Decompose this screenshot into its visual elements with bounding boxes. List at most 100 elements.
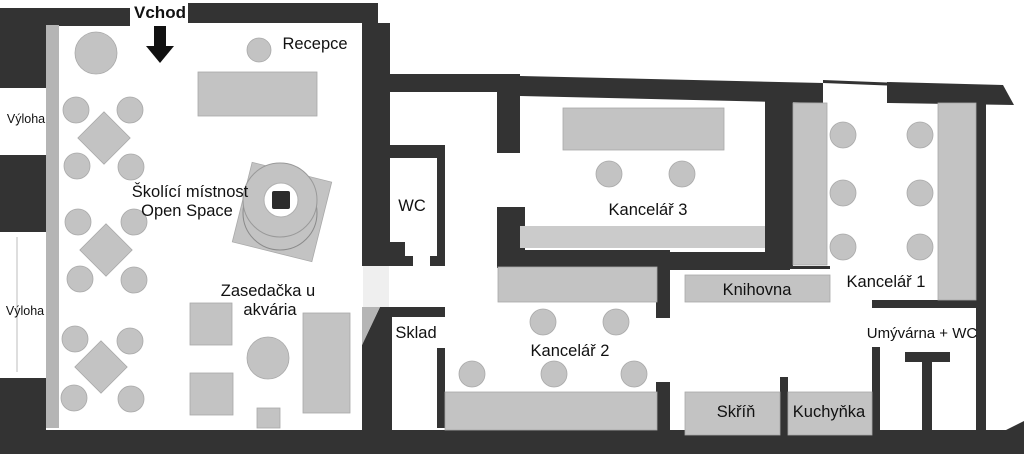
window-bottom-label: Výloha bbox=[6, 304, 44, 318]
wc-label: WC bbox=[398, 197, 426, 215]
washroom-label: Umývárna + WC bbox=[867, 325, 978, 342]
round-table bbox=[246, 336, 290, 380]
wall-washroom-t-bar bbox=[905, 352, 950, 362]
wall-washroom-top bbox=[872, 300, 978, 308]
kitchenette-label: Kuchyňka bbox=[793, 403, 866, 421]
training-room-label-line2: Open Space bbox=[141, 202, 233, 220]
wall-office3-bottom bbox=[497, 250, 670, 268]
wall-left-mid bbox=[0, 155, 46, 232]
spiral-stair-column bbox=[272, 191, 290, 209]
chair bbox=[120, 208, 148, 236]
desk bbox=[792, 102, 828, 266]
chair bbox=[829, 179, 857, 207]
bookshelf bbox=[684, 274, 831, 303]
service-room-furniture bbox=[684, 274, 873, 436]
chair bbox=[62, 96, 90, 124]
reception-label: Recepce bbox=[282, 35, 347, 53]
closet-label: Skříň bbox=[717, 403, 756, 421]
office1-label: Kancelář 1 bbox=[847, 273, 926, 291]
entrance-label: Vchod bbox=[134, 3, 186, 22]
meeting-room-label-line2: akvária bbox=[243, 301, 297, 319]
reception-desk bbox=[197, 71, 318, 117]
office3-furniture bbox=[520, 107, 765, 248]
chair bbox=[529, 308, 557, 336]
wall-outer-top-a bbox=[520, 76, 823, 103]
office1-furniture bbox=[792, 102, 977, 301]
cabinet bbox=[256, 407, 281, 429]
training-room-label-line1: Školící místnost bbox=[132, 182, 249, 201]
chair bbox=[458, 360, 486, 388]
wall-main-vertical bbox=[362, 23, 390, 266]
arrow-shaft bbox=[154, 26, 166, 47]
chair bbox=[63, 152, 91, 180]
wall-wc-stub-left bbox=[388, 242, 413, 266]
storage-corner-triangle bbox=[362, 307, 380, 345]
wall-storage-corner bbox=[362, 307, 392, 430]
wall-office2-right-lower bbox=[656, 382, 670, 432]
chair bbox=[620, 360, 648, 388]
round-table bbox=[74, 31, 118, 75]
wall-storage-right bbox=[437, 348, 445, 428]
wall-office3-office1-divider bbox=[765, 84, 793, 267]
chair bbox=[246, 37, 272, 63]
chair bbox=[540, 360, 568, 388]
chair bbox=[117, 385, 145, 413]
chair bbox=[116, 327, 144, 355]
chair bbox=[64, 208, 92, 236]
chair bbox=[120, 266, 148, 294]
training-room-furniture bbox=[60, 31, 333, 413]
diamond-table bbox=[79, 223, 133, 277]
office2-label: Kancelář 2 bbox=[531, 342, 610, 360]
wall-washroom-left bbox=[872, 347, 880, 436]
chair bbox=[906, 121, 934, 149]
shelf-band bbox=[520, 226, 765, 248]
left-wall-strip bbox=[46, 25, 59, 428]
chair bbox=[595, 160, 623, 188]
storage-label: Sklad bbox=[395, 324, 436, 342]
wall-door-lintel-top bbox=[823, 80, 887, 86]
wall-outer-top-b bbox=[887, 82, 1014, 105]
wall-office2-right-upper bbox=[656, 268, 670, 318]
window-top-label: Výloha bbox=[7, 112, 45, 126]
corridor-door-tint bbox=[363, 266, 389, 307]
desk bbox=[497, 266, 658, 303]
chair bbox=[829, 233, 857, 261]
chair bbox=[829, 121, 857, 149]
diamond-table bbox=[74, 340, 128, 394]
desk bbox=[444, 391, 658, 431]
wall-door-lintel-library bbox=[790, 266, 830, 269]
wall-bottom-band bbox=[0, 421, 1024, 454]
chair bbox=[117, 153, 145, 181]
meeting-room-furniture bbox=[189, 302, 351, 429]
wall-top-left-corner bbox=[0, 8, 130, 88]
chair bbox=[66, 265, 94, 293]
wall-corridor-top bbox=[388, 74, 520, 95]
meeting-room-label-line1: Zasedačka u bbox=[221, 282, 315, 300]
desk bbox=[562, 107, 725, 151]
square-table bbox=[189, 302, 233, 346]
entrance-arrow-icon bbox=[146, 26, 174, 63]
chair bbox=[906, 179, 934, 207]
wall-outer-right bbox=[976, 103, 986, 436]
wall-left-bottom bbox=[0, 378, 46, 432]
wall-library-top bbox=[656, 252, 790, 270]
chair bbox=[116, 96, 144, 124]
office3-label: Kancelář 3 bbox=[609, 201, 688, 219]
walls bbox=[0, 3, 1024, 454]
desk bbox=[302, 312, 351, 414]
chair bbox=[60, 384, 88, 412]
labels: Vchod Recepce Výloha Výloha Školící míst… bbox=[6, 3, 978, 421]
desk bbox=[937, 102, 977, 301]
library-label: Knihovna bbox=[723, 281, 793, 299]
square-table bbox=[189, 372, 234, 416]
office2-furniture bbox=[444, 266, 658, 431]
kitchenette-block bbox=[787, 391, 873, 436]
chair bbox=[906, 233, 934, 261]
chair bbox=[668, 160, 696, 188]
wall-wc-top bbox=[388, 145, 445, 158]
diamond-table bbox=[77, 111, 131, 165]
closet-block bbox=[684, 391, 781, 436]
wall-wc-stub-right bbox=[430, 256, 445, 266]
